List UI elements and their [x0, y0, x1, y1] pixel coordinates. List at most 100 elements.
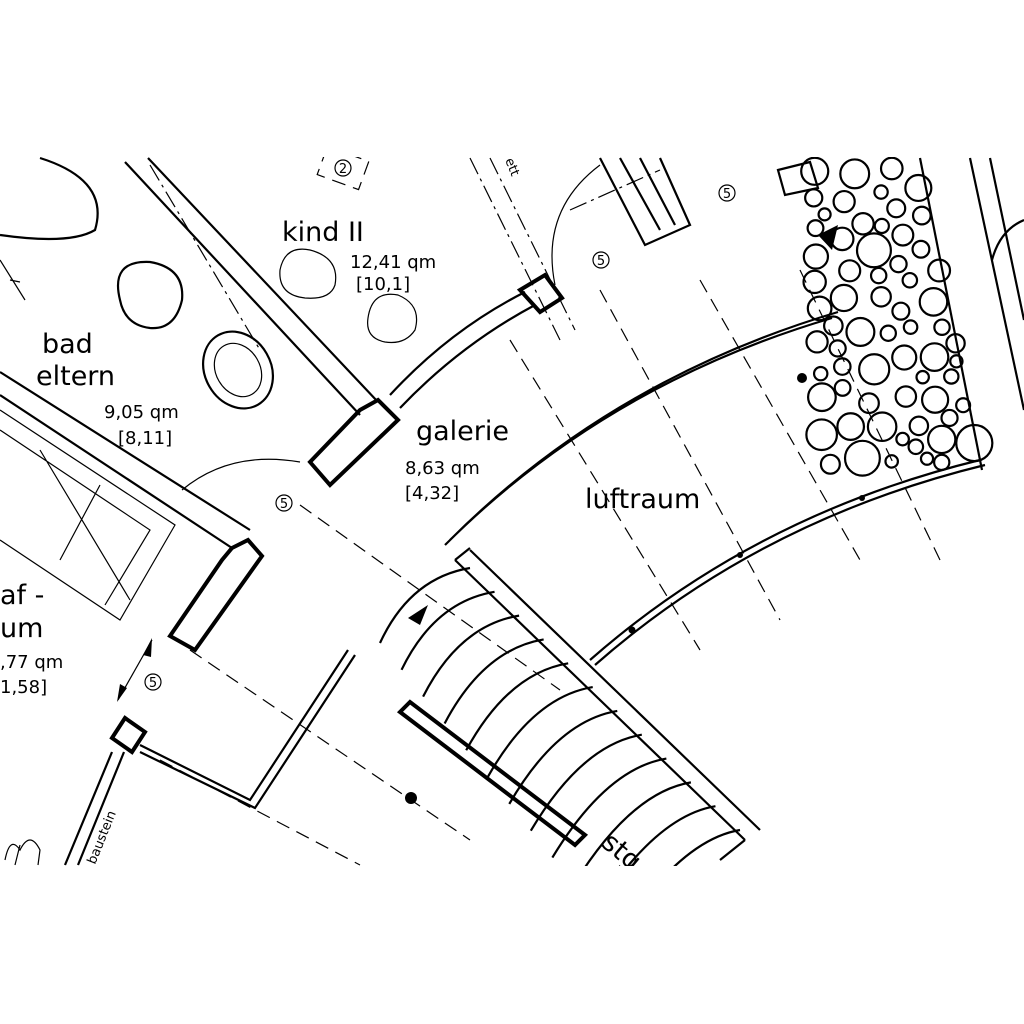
pebble: [933, 453, 951, 472]
pebble: [902, 319, 919, 335]
pebble: [828, 339, 847, 358]
pebble: [907, 438, 925, 456]
pebble: [918, 287, 949, 317]
pebble: [839, 158, 871, 190]
pebble: [812, 365, 829, 382]
svg-text:[10,1]: [10,1]: [356, 274, 410, 295]
pebble: [806, 382, 837, 413]
svg-text:kind II: kind II: [282, 217, 364, 248]
svg-text:[4,32]: [4,32]: [405, 483, 459, 504]
pebble: [943, 368, 960, 385]
pebble: [833, 378, 852, 397]
svg-text:8,63 qm: 8,63 qm: [405, 458, 480, 479]
svg-text:af -: af -: [0, 580, 44, 611]
arrow-icon: [117, 638, 152, 702]
room-kind-ii: kind II 12,41 qm [10,1]: [282, 217, 436, 295]
pebble: [829, 283, 859, 313]
stair-dot: [405, 792, 417, 804]
pebble: [886, 198, 907, 219]
room-bad-eltern: bad eltern 9,05 qm [8,11]: [36, 329, 179, 449]
stair-tread: [486, 686, 593, 778]
room-luftraum: luftraum: [585, 484, 700, 515]
railings: [444, 310, 986, 666]
room-schlafraum: af - um ,77 qm 1,58]: [0, 580, 63, 698]
pebble: [919, 342, 950, 372]
svg-text:galerie: galerie: [416, 416, 509, 447]
svg-text:bad: bad: [42, 329, 93, 360]
pebble: [806, 219, 825, 238]
pebble: [940, 408, 959, 428]
stair-tread: [465, 662, 569, 751]
stair-tread: [572, 781, 692, 885]
svg-text:12,41 qm: 12,41 qm: [350, 252, 436, 273]
beam-lines: [149, 157, 941, 866]
pebble: [805, 330, 829, 354]
column-dot: [797, 373, 807, 383]
pebble-bed: [800, 156, 994, 477]
pebble: [955, 397, 972, 414]
pebble: [891, 301, 911, 321]
section-markers: 5 5 5 5 2: [144, 145, 736, 691]
walls: [0, 157, 1024, 866]
pebble: [843, 439, 881, 477]
margin-bottom: [0, 866, 1024, 1024]
stair-handrail: [396, 699, 589, 848]
pebble: [895, 431, 910, 447]
pebble: [955, 423, 994, 463]
pebble: [919, 451, 935, 466]
pebble: [927, 258, 952, 283]
pebble: [836, 412, 866, 441]
pebble: [838, 259, 862, 283]
svg-text:2: 2: [339, 162, 347, 177]
pebble: [802, 243, 830, 270]
pebble: [884, 454, 900, 469]
svg-text:5: 5: [723, 187, 731, 202]
svg-text:[8,11]: [8,11]: [118, 428, 172, 449]
toilet: [116, 260, 184, 330]
pebble: [945, 333, 966, 354]
pebble: [800, 156, 830, 186]
pebble: [901, 271, 919, 289]
pebble: [911, 205, 932, 226]
pebble: [866, 411, 898, 443]
pebble: [817, 207, 832, 222]
pebble: [832, 189, 856, 214]
pebble: [926, 424, 957, 455]
stair-arrow-icon: [408, 605, 428, 625]
svg-text:,77 qm: ,77 qm: [0, 652, 63, 673]
stair-tread: [400, 590, 495, 671]
stair-tread: [379, 566, 471, 644]
svg-text:eltern: eltern: [36, 361, 115, 392]
pebble: [845, 316, 876, 347]
pebble: [933, 318, 951, 337]
pebble: [908, 415, 930, 437]
pebble: [873, 217, 890, 235]
bett-label: ett: [501, 156, 522, 178]
washbasin: [202, 330, 274, 410]
pebble: [858, 392, 880, 415]
pebble: [879, 156, 904, 181]
pebble: [805, 418, 839, 452]
svg-text:um: um: [0, 613, 43, 644]
pebble: [802, 269, 827, 295]
pebble: [911, 239, 931, 259]
pebble: [891, 344, 918, 371]
margin-top: [0, 0, 1024, 157]
svg-text:5: 5: [149, 676, 157, 691]
pebble: [819, 453, 841, 475]
stair-tread: [529, 733, 642, 832]
svg-text:5: 5: [597, 254, 605, 269]
pebble: [855, 232, 892, 269]
doors: [181, 164, 601, 491]
pebble: [904, 173, 933, 203]
bed: [0, 409, 176, 621]
pebble: [851, 212, 875, 236]
pebble: [894, 385, 918, 408]
pebble: [891, 223, 915, 247]
pebble: [869, 266, 888, 285]
room-galerie: galerie 8,63 qm [4,32]: [405, 416, 509, 504]
triangle-marker-icon: [818, 225, 838, 250]
pebble: [806, 295, 833, 322]
bathtub: [0, 156, 99, 241]
